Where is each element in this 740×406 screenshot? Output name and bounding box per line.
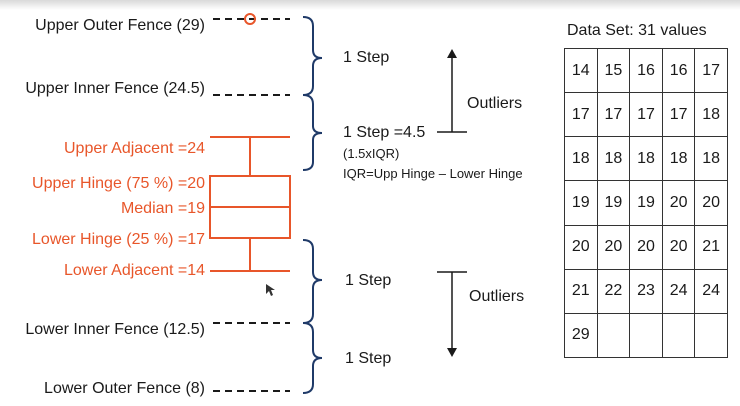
iqr-factor-label: (1.5xIQR)	[343, 146, 400, 161]
dataset-cell: 17	[565, 93, 598, 138]
lower-arrow-head-icon	[447, 348, 457, 357]
iqr-definition-label: IQR=Upp Hinge – Lower Hinge	[343, 166, 523, 181]
mouse-cursor-icon	[266, 284, 275, 296]
dataset-cell: 17	[662, 93, 696, 138]
dataset-cell	[597, 313, 631, 358]
dataset-title: Data Set: 31 values	[567, 22, 707, 39]
upper-inner-fence-label: Upper Inner Fence (24.5)	[25, 80, 205, 97]
dataset-cell: 15	[597, 49, 631, 94]
lower-adjacent-label: Lower Adjacent =14	[64, 262, 205, 279]
lower-step-brace-2	[302, 322, 323, 394]
step-lower1-label: 1 Step	[345, 272, 392, 289]
dataset-cell: 19	[597, 181, 631, 226]
lower-hinge-label: Lower Hinge (25 %) =17	[32, 231, 205, 248]
dataset-cell: 20	[662, 181, 696, 226]
dataset-cell: 20	[695, 181, 728, 226]
upper-adjacent-label: Upper Adjacent =24	[64, 140, 205, 157]
median-label: Median =19	[120, 200, 205, 217]
dataset-cell: 24	[695, 269, 728, 314]
upper-step-brace-2	[302, 94, 323, 171]
dataset-cell	[695, 313, 728, 358]
dataset-cell: 18	[565, 137, 598, 182]
dataset-cell: 20	[630, 225, 663, 270]
dataset-cell: 20	[662, 225, 696, 270]
dataset-cell: 18	[630, 137, 663, 182]
dataset-cell: 21	[565, 269, 598, 314]
top-shade	[0, 0, 740, 10]
dataset-cell: 21	[695, 225, 728, 270]
lower-inner-fence-label: Lower Inner Fence (12.5)	[25, 321, 205, 338]
dataset-cell: 18	[597, 137, 631, 182]
step-mid-label: 1 Step =4.5	[343, 124, 426, 141]
dataset-cell: 16	[662, 49, 696, 94]
upper-step-brace	[302, 16, 323, 96]
dataset-cell	[662, 313, 696, 358]
step-lower2-label: 1 Step	[345, 350, 392, 367]
dataset-cell: 23	[630, 269, 663, 314]
outliers-bottom-label: Outliers	[469, 288, 525, 305]
dataset-cell: 17	[597, 93, 631, 138]
lower-outer-fence-label: Lower Outer Fence (8)	[44, 380, 205, 397]
dataset-cell: 19	[630, 181, 663, 226]
dataset-cell	[630, 313, 663, 358]
upper-outer-fence-label: Upper Outer Fence (29)	[35, 17, 205, 34]
dataset-cell: 19	[565, 181, 598, 226]
dataset-cell: 24	[662, 269, 696, 314]
outliers-top-label: Outliers	[467, 95, 523, 112]
dataset-cell: 16	[630, 49, 663, 94]
dataset-cell: 18	[662, 137, 696, 182]
dataset-cell: 17	[630, 93, 663, 138]
dataset-cell: 18	[695, 137, 728, 182]
dataset-cell: 20	[597, 225, 631, 270]
dataset-cell: 22	[597, 269, 631, 314]
upper-arrow-head-icon	[447, 49, 457, 58]
dataset-cell: 17	[695, 49, 728, 94]
step-top-label: 1 Step	[343, 49, 390, 66]
upper-hinge-label: Upper Hinge (75 %) =20	[32, 175, 205, 192]
dataset-cell: 29	[565, 313, 598, 358]
lower-step-brace	[302, 239, 323, 324]
dataset-cell: 14	[565, 49, 598, 94]
outlier-marker	[244, 13, 256, 25]
dataset-cell: 18	[695, 93, 728, 138]
dataset-cell: 20	[565, 225, 598, 270]
